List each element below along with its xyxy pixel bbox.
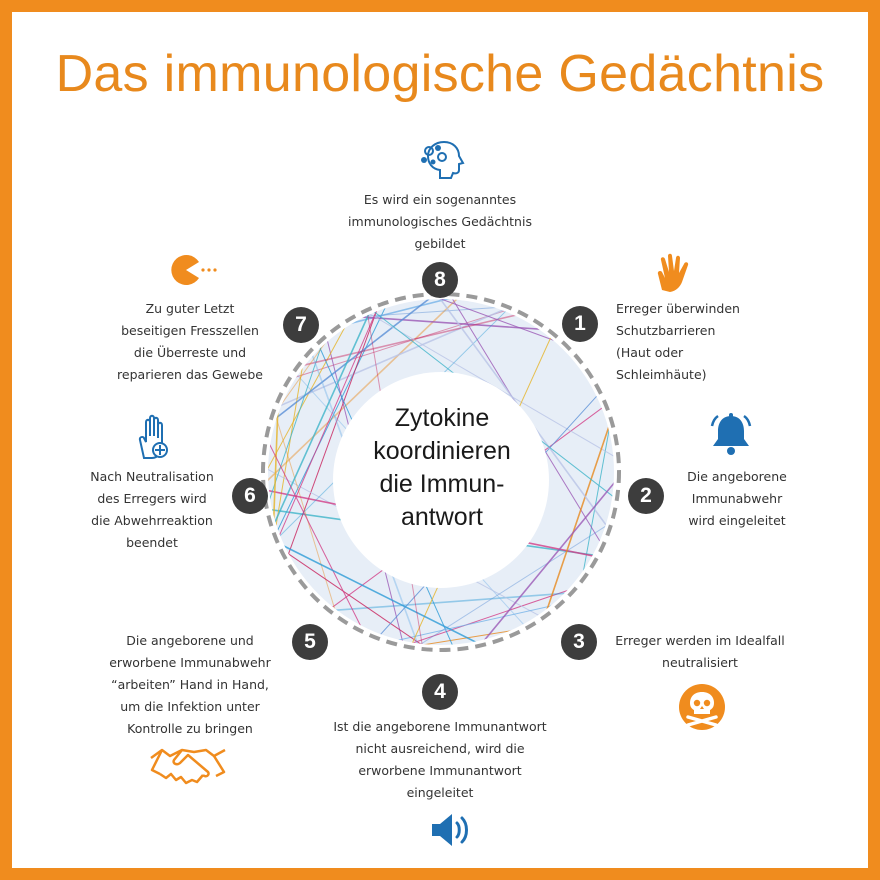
cytokine-line [407,588,573,645]
cytokine-line [274,413,337,614]
step-badge-6: 6 [232,478,268,514]
step-badge-8: 8 [422,262,458,298]
cytokine-line [358,306,503,318]
step-text-8: Es wird ein sogenanntes immunologisches … [348,192,532,251]
cytokine-line [268,322,348,474]
step-badge-5: 5 [292,624,328,660]
cytokine-line [277,307,379,539]
skull-icon [679,684,725,730]
step-text-3: Erreger werden im Idealfall neutralisier… [615,633,785,670]
cytokine-line [274,334,332,414]
hand-shield-icon [138,414,168,459]
step-text-7: Zu guter Letzt beseitigen Fresszellen di… [117,301,263,382]
cytokine-line [283,549,426,645]
cytokine-line [300,313,520,367]
step-text-2: Die angeborene Immunabwehr wird eingelei… [687,469,787,528]
step-text-1: Erreger überwinden Schutzbarrieren (Haut… [616,301,740,382]
center-circle [333,372,549,588]
cytokine-line [481,479,614,644]
cytokine-line [272,299,433,422]
handshake-icon [150,748,226,785]
cytokine-line [272,310,371,526]
cytokine-line [286,307,379,558]
pacman-icon [171,255,217,285]
center-label: Zytokine koordinieren die Immun- antwort [373,404,511,531]
cytokine-line [416,523,610,645]
step-text-5: Die angeborene und erworbene Immunabwehr… [109,633,271,736]
head-icon [421,140,465,179]
cytokine-line [545,422,611,614]
cytokine-line [268,440,363,630]
speaker-icon [432,814,468,846]
step-badge-4: 4 [422,674,458,710]
step-badge-3: 3 [561,624,597,660]
cytokine-line [433,299,561,344]
page-title: Das immunologische Gedächtnis [55,45,825,103]
step-badge-1: 1 [562,306,598,342]
cytokine-line [268,299,460,484]
cytokine-line [392,604,557,642]
cytokine-line [344,299,457,326]
cytokine-line [332,592,569,612]
cytokine-line [272,405,279,527]
hand-icon [657,253,689,292]
step-badge-2: 2 [628,478,664,514]
step-text-6: Nach Neutralisation des Erregers wird di… [90,469,214,550]
cytokine-line [274,362,304,532]
cytokine-line [581,423,611,577]
cytokine-line [357,315,545,331]
step-text-4: Ist die angeborene Immunantwort nicht au… [333,719,547,800]
step-badge-7: 7 [283,307,319,343]
cytokine-line [280,543,480,645]
cytokine-line [268,341,324,505]
bell-icon [710,413,752,455]
